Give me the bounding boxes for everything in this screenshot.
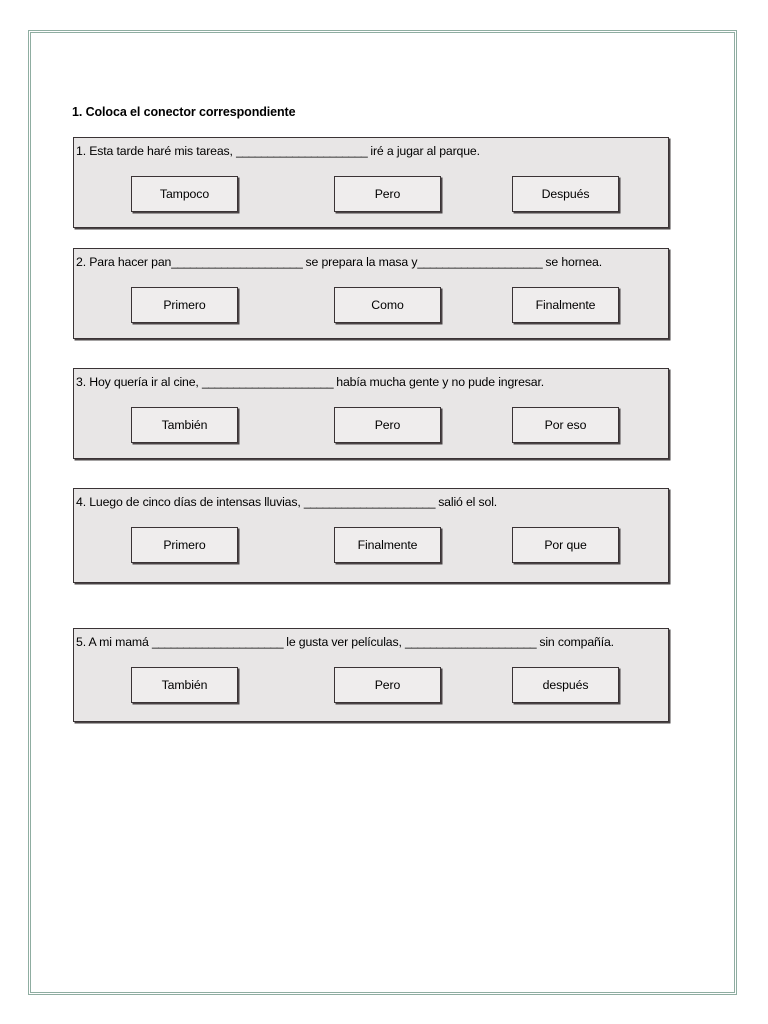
question-block: 3. Hoy quería ir al cine, ______________… xyxy=(73,368,669,459)
option-button[interactable]: Pero xyxy=(334,176,441,212)
answer-blank[interactable]: _____________________ xyxy=(201,375,334,389)
option-row: Primero Como Finalmente xyxy=(74,287,670,327)
answer-blank[interactable]: _____________________ xyxy=(151,635,284,649)
option-button[interactable]: Por eso xyxy=(512,407,619,443)
option-button[interactable]: También xyxy=(131,407,238,443)
sentence-text: 3. Hoy quería ir al cine, xyxy=(76,375,202,389)
option-row: También Pero Por eso xyxy=(74,407,670,447)
sentence-text: se hornea. xyxy=(542,255,603,269)
question-sentence: 5. A mi mamá _____________________ le gu… xyxy=(76,635,664,650)
sentence-text: salió el sol. xyxy=(434,495,498,509)
sentence-text: se prepara la masa y xyxy=(302,255,418,269)
question-sentence: 1. Esta tarde haré mis tareas, _________… xyxy=(76,144,664,159)
option-button[interactable]: Tampoco xyxy=(131,176,238,212)
sentence-text: iré a jugar al parque. xyxy=(367,144,480,158)
answer-blank[interactable]: ____________________ xyxy=(417,255,543,269)
option-button[interactable]: Finalmente xyxy=(334,527,441,563)
option-row: También Pero después xyxy=(74,667,670,707)
question-block: 5. A mi mamá _____________________ le gu… xyxy=(73,628,669,722)
option-button[interactable]: Pero xyxy=(334,667,441,703)
option-button[interactable]: Como xyxy=(334,287,441,323)
question-block: 2. Para hacer pan_____________________ s… xyxy=(73,248,669,339)
option-button[interactable]: Por que xyxy=(512,527,619,563)
option-button[interactable]: Primero xyxy=(131,527,238,563)
option-button[interactable]: Después xyxy=(512,176,619,212)
question-block: 4. Luego de cinco días de intensas lluvi… xyxy=(73,488,669,583)
sentence-text: 2. Para hacer pan xyxy=(76,255,172,269)
page-decorative-border xyxy=(28,30,737,995)
answer-blank[interactable]: _____________________ xyxy=(236,144,368,158)
option-button[interactable]: después xyxy=(512,667,619,703)
option-row: Tampoco Pero Después xyxy=(74,176,670,216)
question-sentence: 2. Para hacer pan_____________________ s… xyxy=(76,255,664,270)
sentence-text: sin compañía. xyxy=(536,635,614,649)
option-row: Primero Finalmente Por que xyxy=(74,527,670,567)
answer-blank[interactable]: _____________________ xyxy=(303,495,436,509)
option-button[interactable]: Primero xyxy=(131,287,238,323)
sentence-text: 4. Luego de cinco días de intensas lluvi… xyxy=(76,495,304,509)
sentence-text: le gusta ver películas, xyxy=(283,635,406,649)
option-button[interactable]: Pero xyxy=(334,407,441,443)
question-block: 1. Esta tarde haré mis tareas, _________… xyxy=(73,137,669,228)
answer-blank[interactable]: _____________________ xyxy=(405,635,537,649)
page-title: 1. Coloca el conector correspondiente xyxy=(72,105,296,119)
sentence-text: había mucha gente y no pude ingresar. xyxy=(333,375,545,389)
answer-blank[interactable]: _____________________ xyxy=(171,255,303,269)
sentence-text: 5. A mi mamá xyxy=(76,635,152,649)
sentence-text: 1. Esta tarde haré mis tareas, xyxy=(76,144,237,158)
question-sentence: 4. Luego de cinco días de intensas lluvi… xyxy=(76,495,664,510)
question-sentence: 3. Hoy quería ir al cine, ______________… xyxy=(76,375,664,390)
option-button[interactable]: También xyxy=(131,667,238,703)
option-button[interactable]: Finalmente xyxy=(512,287,619,323)
